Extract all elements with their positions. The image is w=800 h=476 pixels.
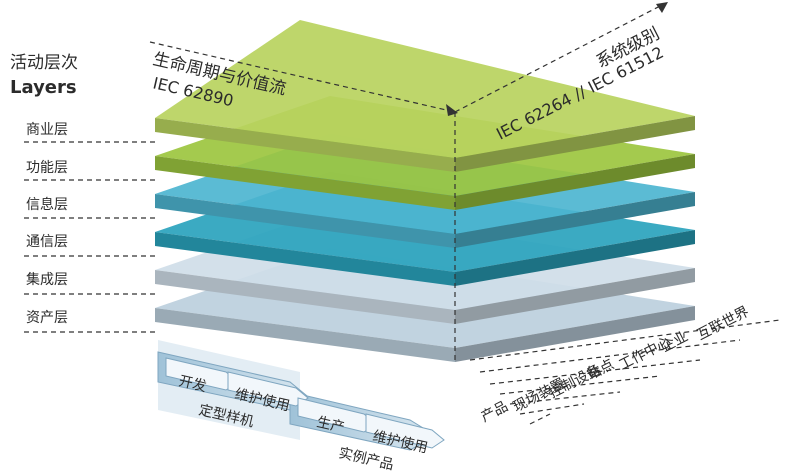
layer-label-business: 商业层 (26, 122, 68, 138)
lifecycle-instance-name: 实例产品 (337, 445, 395, 473)
hierarchy-level-connected-world: 互联世界 (695, 304, 752, 344)
layer-side-asset (455, 306, 695, 362)
lifecycle-axis (149, 41, 458, 360)
layer-label-integration: 集成层 (26, 271, 68, 288)
hierarchy-guide-lines (469, 319, 781, 425)
hierarchy-guide-0 (469, 319, 781, 361)
lifecycle-type-stage-development: 开发 (177, 373, 208, 395)
layer-label-information: 信息层 (26, 196, 68, 213)
layer-guide-lines (24, 141, 155, 333)
lifecycle-instance-stage-production: 生产 (315, 414, 346, 436)
hierarchy-axis (454, 2, 668, 113)
hierarchy-guide-1 (479, 339, 741, 373)
layer-front-business (155, 118, 455, 172)
layer-label-asset: 资产层 (26, 310, 68, 326)
lifecycle-band (157, 340, 445, 451)
layer-side-communication (455, 230, 695, 286)
layer-front-asset (155, 308, 455, 362)
layer-label-communication: 通信层 (26, 234, 68, 250)
layer-side-functional (455, 154, 695, 210)
layer-top-business (155, 20, 695, 158)
hierarchy-guide-5 (519, 403, 585, 415)
layer-front-communication (155, 232, 455, 286)
layers-title-en: Layers (10, 77, 77, 98)
layer-front-integration (155, 270, 455, 324)
hierarchy-guide-6 (529, 413, 551, 425)
layer-side-business (455, 116, 695, 172)
layer-label-functional: 功能层 (26, 160, 68, 176)
layers-title-cn: 活动层次 (10, 53, 78, 73)
layer-stack (155, 20, 695, 362)
layer-front-information (155, 194, 455, 248)
hierarchy-guide-4 (509, 391, 621, 405)
layer-front-functional (155, 156, 455, 210)
hierarchy-level-product: 产品 (479, 399, 511, 426)
layer-side-integration (455, 268, 695, 324)
layer-side-information (455, 192, 695, 248)
layer-slab-business (155, 20, 695, 172)
